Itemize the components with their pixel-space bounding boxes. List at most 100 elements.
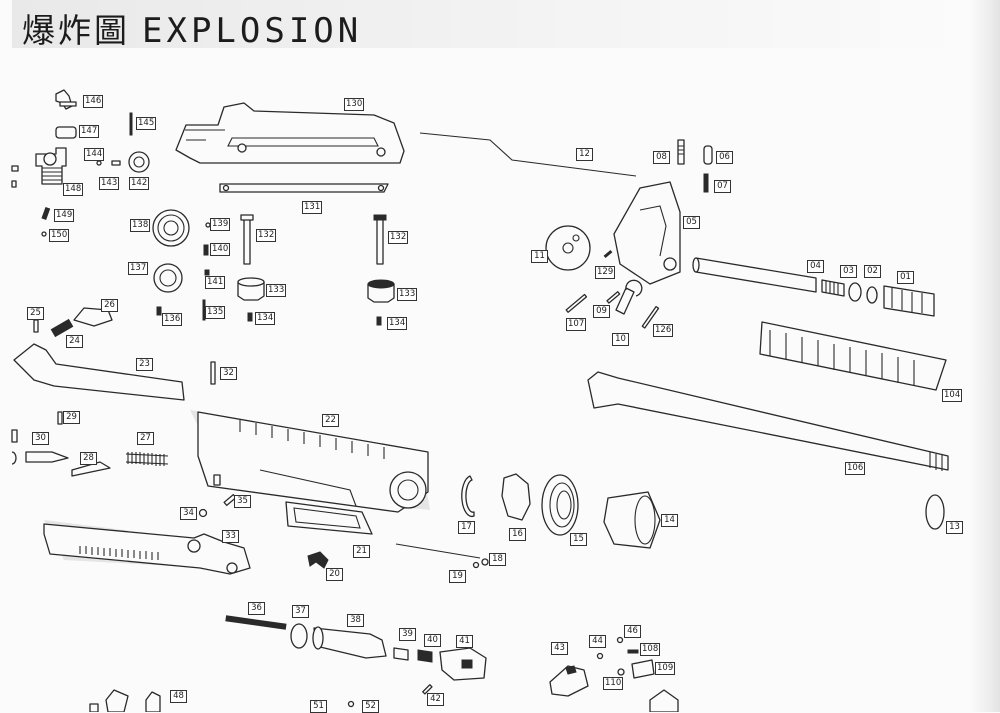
part-label: 17	[458, 521, 475, 534]
part-label: 134	[255, 312, 276, 325]
part-label: 150	[49, 229, 70, 242]
part-19-drawing	[395, 543, 481, 569]
part-label: 146	[83, 95, 104, 108]
part-edge-c	[11, 429, 18, 443]
part-132b-drawing	[373, 214, 387, 265]
part-edge-d	[11, 451, 17, 465]
part-08-drawing	[677, 139, 685, 165]
part-label: 18	[489, 553, 506, 566]
part-43-drawing	[549, 665, 589, 697]
part-134a-drawing	[247, 312, 253, 322]
part-label: 06	[716, 151, 733, 164]
part-27-drawing	[125, 452, 169, 466]
part-15-drawing	[541, 474, 579, 536]
part-label: 131	[302, 201, 323, 214]
part-label: 33	[222, 530, 239, 543]
part-18-drawing	[481, 558, 489, 566]
part-bottom-a	[89, 703, 99, 712]
part-129-drawing	[603, 249, 613, 259]
part-134b-drawing	[376, 316, 382, 326]
part-25-drawing	[33, 319, 39, 333]
part-149-drawing	[41, 206, 51, 220]
part-bottom-spring	[105, 689, 129, 712]
page-title-cjk: 爆炸圖	[22, 11, 130, 50]
part-label: 145	[136, 117, 157, 130]
page-edge-shadow	[970, 0, 1000, 712]
part-142-drawing	[128, 151, 150, 173]
part-140-drawing	[203, 244, 209, 256]
part-107-drawing	[565, 293, 588, 313]
part-label: 09	[593, 305, 610, 318]
part-label: 11	[531, 250, 548, 263]
part-37-drawing	[290, 623, 308, 649]
part-label: 07	[714, 180, 731, 193]
part-148-drawing	[35, 147, 67, 185]
part-01-drawing	[883, 285, 935, 317]
part-144-drawing	[96, 160, 102, 166]
header-band	[12, 0, 970, 48]
part-30-drawing	[25, 451, 69, 463]
part-label: 108	[640, 643, 661, 656]
part-label: 106	[845, 462, 866, 475]
part-label: 137	[128, 262, 149, 275]
part-24-drawing	[50, 318, 74, 338]
part-label: 109	[655, 662, 676, 675]
part-42-drawing	[422, 684, 433, 695]
part-label: 13	[946, 521, 963, 534]
part-141-drawing	[204, 269, 210, 276]
part-33-drawing	[43, 520, 251, 575]
part-label: 10	[612, 333, 629, 346]
part-label: 139	[210, 218, 231, 231]
part-label: 135	[205, 306, 226, 319]
part-36-drawing	[225, 615, 287, 630]
part-09-drawing	[606, 291, 621, 304]
part-label: 132	[388, 231, 409, 244]
part-26-drawing	[73, 307, 113, 327]
part-label: 41	[456, 635, 473, 648]
part-label: 143	[99, 177, 120, 190]
part-02b-drawing	[866, 286, 878, 304]
part-label: 48	[170, 690, 187, 703]
part-label: 20	[326, 568, 343, 581]
part-12-drawing	[419, 132, 637, 177]
part-label: 133	[397, 288, 418, 301]
part-02-drawing	[848, 282, 862, 302]
part-label: 39	[399, 628, 416, 641]
part-label: 21	[353, 545, 370, 558]
part-06-drawing	[703, 145, 713, 165]
part-133a-drawing	[237, 277, 265, 301]
part-147-drawing	[55, 126, 77, 139]
part-39-drawing	[393, 647, 409, 661]
part-29-drawing	[57, 411, 63, 425]
part-label: 110	[603, 677, 624, 690]
part-07-drawing	[703, 173, 709, 193]
part-146-drawing	[55, 89, 77, 110]
part-label: 104	[942, 389, 963, 402]
part-label: 44	[589, 635, 606, 648]
part-edge-a	[11, 165, 19, 172]
part-label: 40	[424, 634, 441, 647]
part-46-drawing	[616, 636, 624, 644]
part-label: 130	[344, 98, 365, 111]
part-label: 38	[347, 614, 364, 627]
part-label: 142	[129, 177, 150, 190]
part-label: 16	[509, 528, 526, 541]
part-11-drawing	[545, 225, 591, 271]
part-143-drawing	[111, 160, 121, 166]
part-label: 29	[63, 411, 80, 424]
part-label: 147	[79, 125, 100, 138]
part-17-drawing	[461, 475, 475, 518]
part-126-drawing	[641, 305, 660, 329]
part-40-drawing	[417, 649, 433, 663]
part-label: 107	[566, 318, 587, 331]
part-110-drawing	[617, 668, 625, 676]
part-label: 126	[653, 324, 674, 337]
part-label: 136	[162, 313, 183, 326]
part-48-drawing	[145, 691, 161, 712]
part-label: 34	[180, 507, 197, 520]
part-label: 02	[864, 265, 881, 278]
part-label: 132	[256, 229, 277, 242]
part-label: 25	[27, 307, 44, 320]
part-109-drawing	[631, 659, 655, 679]
